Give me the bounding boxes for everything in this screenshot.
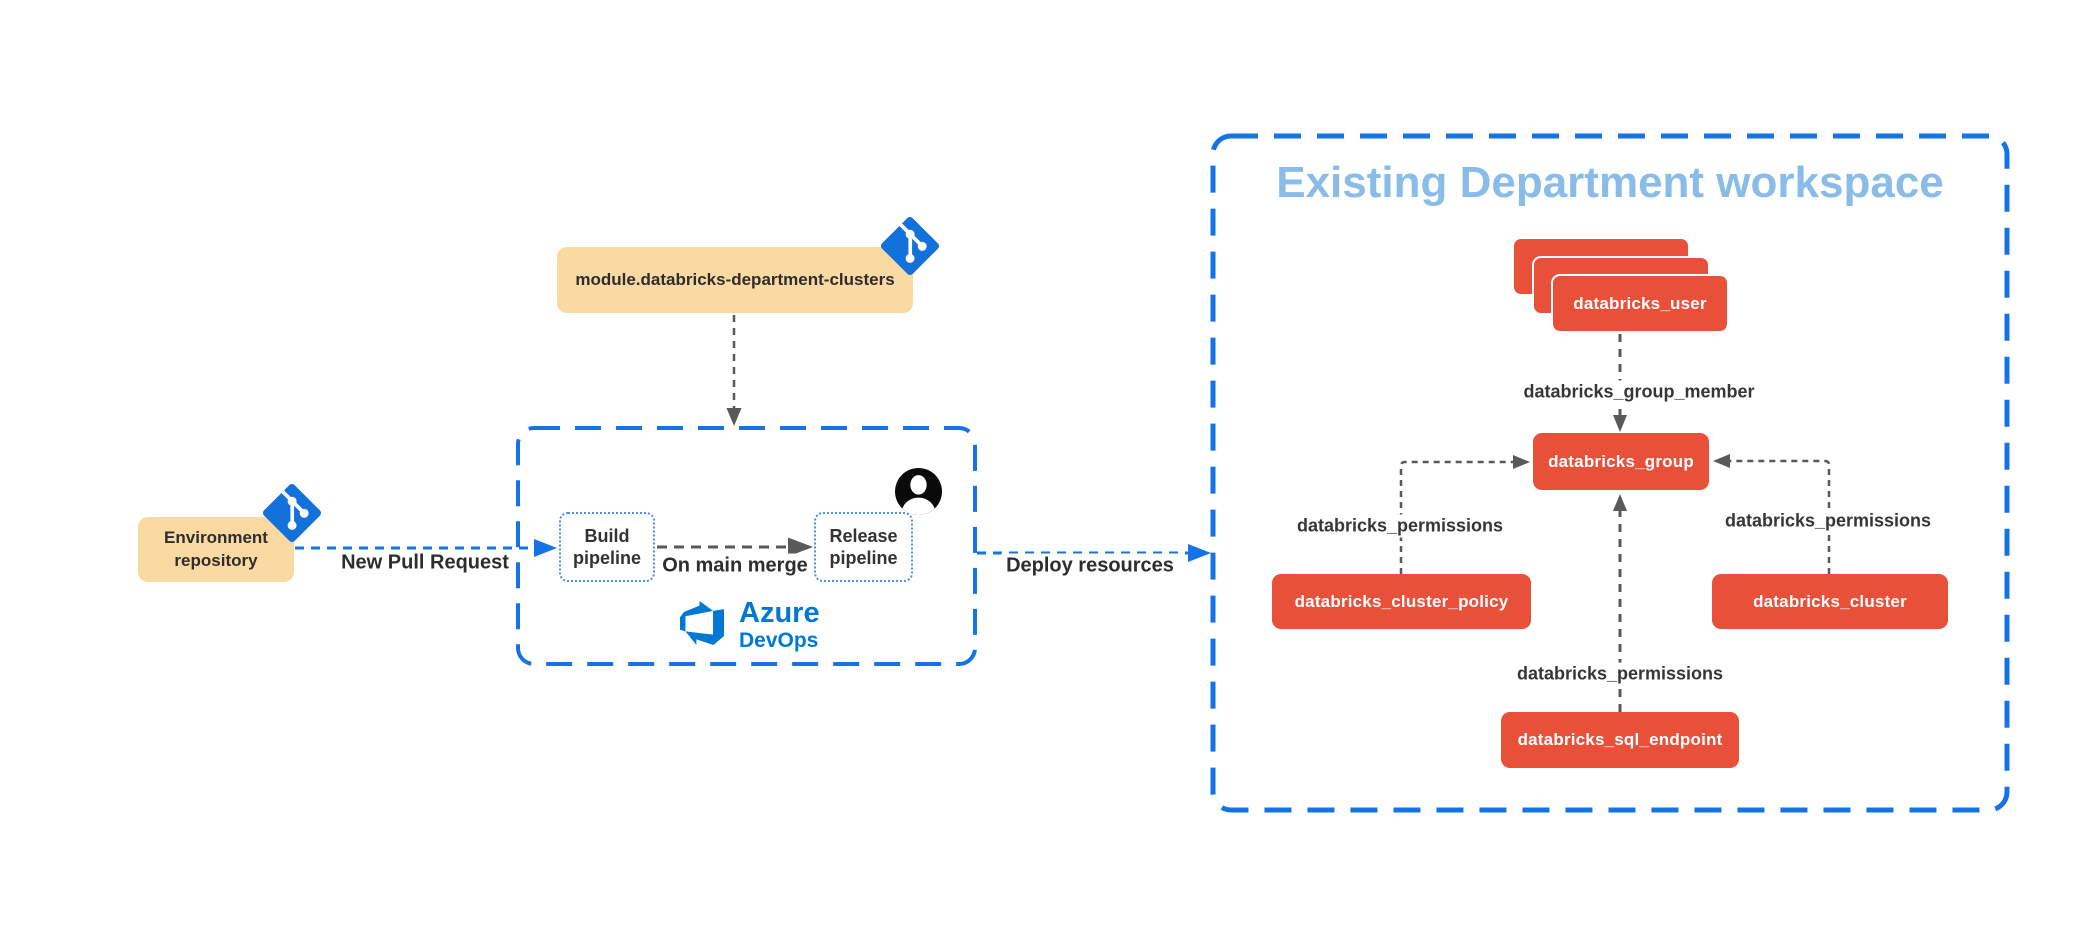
permissions-right-edge-label: databricks_permissions: [1719, 509, 1937, 533]
databricks-group-node: databricks_group: [1533, 433, 1709, 490]
git-icon: [263, 484, 321, 542]
environment-repo-label-line1: Environment: [164, 528, 268, 548]
environment-repo-label-line2: repository: [174, 550, 258, 570]
new-pull-request-label: New Pull Request: [336, 550, 514, 576]
databricks-cluster-policy-node: databricks_cluster_policy: [1272, 574, 1531, 629]
azure-devops-boundary: [516, 426, 977, 666]
edge-permissions-right: [1729, 459, 1831, 574]
databricks-sql-endpoint-label: databricks_sql_endpoint: [1517, 730, 1723, 749]
azure-wordmark-line1: Azure: [739, 597, 820, 629]
group-member-edge-label: databricks_group_member: [1518, 380, 1760, 404]
databricks-sql-endpoint-node: databricks_sql_endpoint: [1501, 712, 1739, 768]
arrowhead-right-icon: [1188, 544, 1211, 562]
environment-repo-node: Environment repository: [138, 517, 294, 582]
build-pipeline-node: Build pipeline: [559, 512, 655, 582]
arrowhead-left-icon: [1713, 454, 1730, 468]
module-repo-label: module.databricks-department-clusters: [575, 270, 895, 289]
databricks-cluster-policy-label: databricks_cluster_policy: [1294, 591, 1509, 611]
arrowhead-down-icon: [726, 408, 742, 426]
permissions-bottom-edge-label: databricks_permissions: [1511, 662, 1729, 686]
arrowhead-up-icon: [1613, 494, 1627, 511]
databricks-cluster-node: databricks_cluster: [1712, 574, 1948, 629]
databricks-user-label: databricks_user: [1573, 293, 1707, 313]
azure-wordmark-line2: DevOps: [739, 629, 819, 652]
release-pipeline-node: Release pipeline: [814, 512, 913, 582]
module-repo-node: module.databricks-department-clusters: [557, 247, 913, 313]
databricks-cluster-label: databricks_cluster: [1753, 591, 1907, 611]
deploy-resources-label: Deploy resources: [1001, 553, 1179, 579]
build-pipeline-label-line1: Build: [584, 525, 630, 546]
databricks-user-node: databricks_user: [1551, 274, 1729, 333]
workspace-title: Existing Department workspace: [1276, 158, 1944, 207]
azure-devops-icon: [680, 601, 724, 645]
edge-permissions-left: [1399, 460, 1514, 574]
permissions-left-edge-label: databricks_permissions: [1291, 514, 1509, 538]
arrowhead-right-icon: [788, 537, 813, 557]
azure-devops-wordmark: Azure DevOps: [739, 597, 820, 652]
arrowhead-right-icon: [1513, 455, 1530, 469]
git-icon: [881, 217, 939, 275]
release-pipeline-label-line1: Release: [829, 525, 898, 546]
release-pipeline-label-line2: pipeline: [829, 548, 898, 568]
person-icon: [895, 468, 942, 515]
build-pipeline-label-line2: pipeline: [572, 548, 641, 568]
arrowhead-down-icon: [1613, 415, 1627, 432]
workspace-boundary: [1210, 133, 2010, 813]
arrowhead-right-icon: [534, 539, 557, 557]
databricks-group-label: databricks_group: [1548, 451, 1694, 471]
on-main-merge-label: On main merge: [657, 553, 813, 579]
